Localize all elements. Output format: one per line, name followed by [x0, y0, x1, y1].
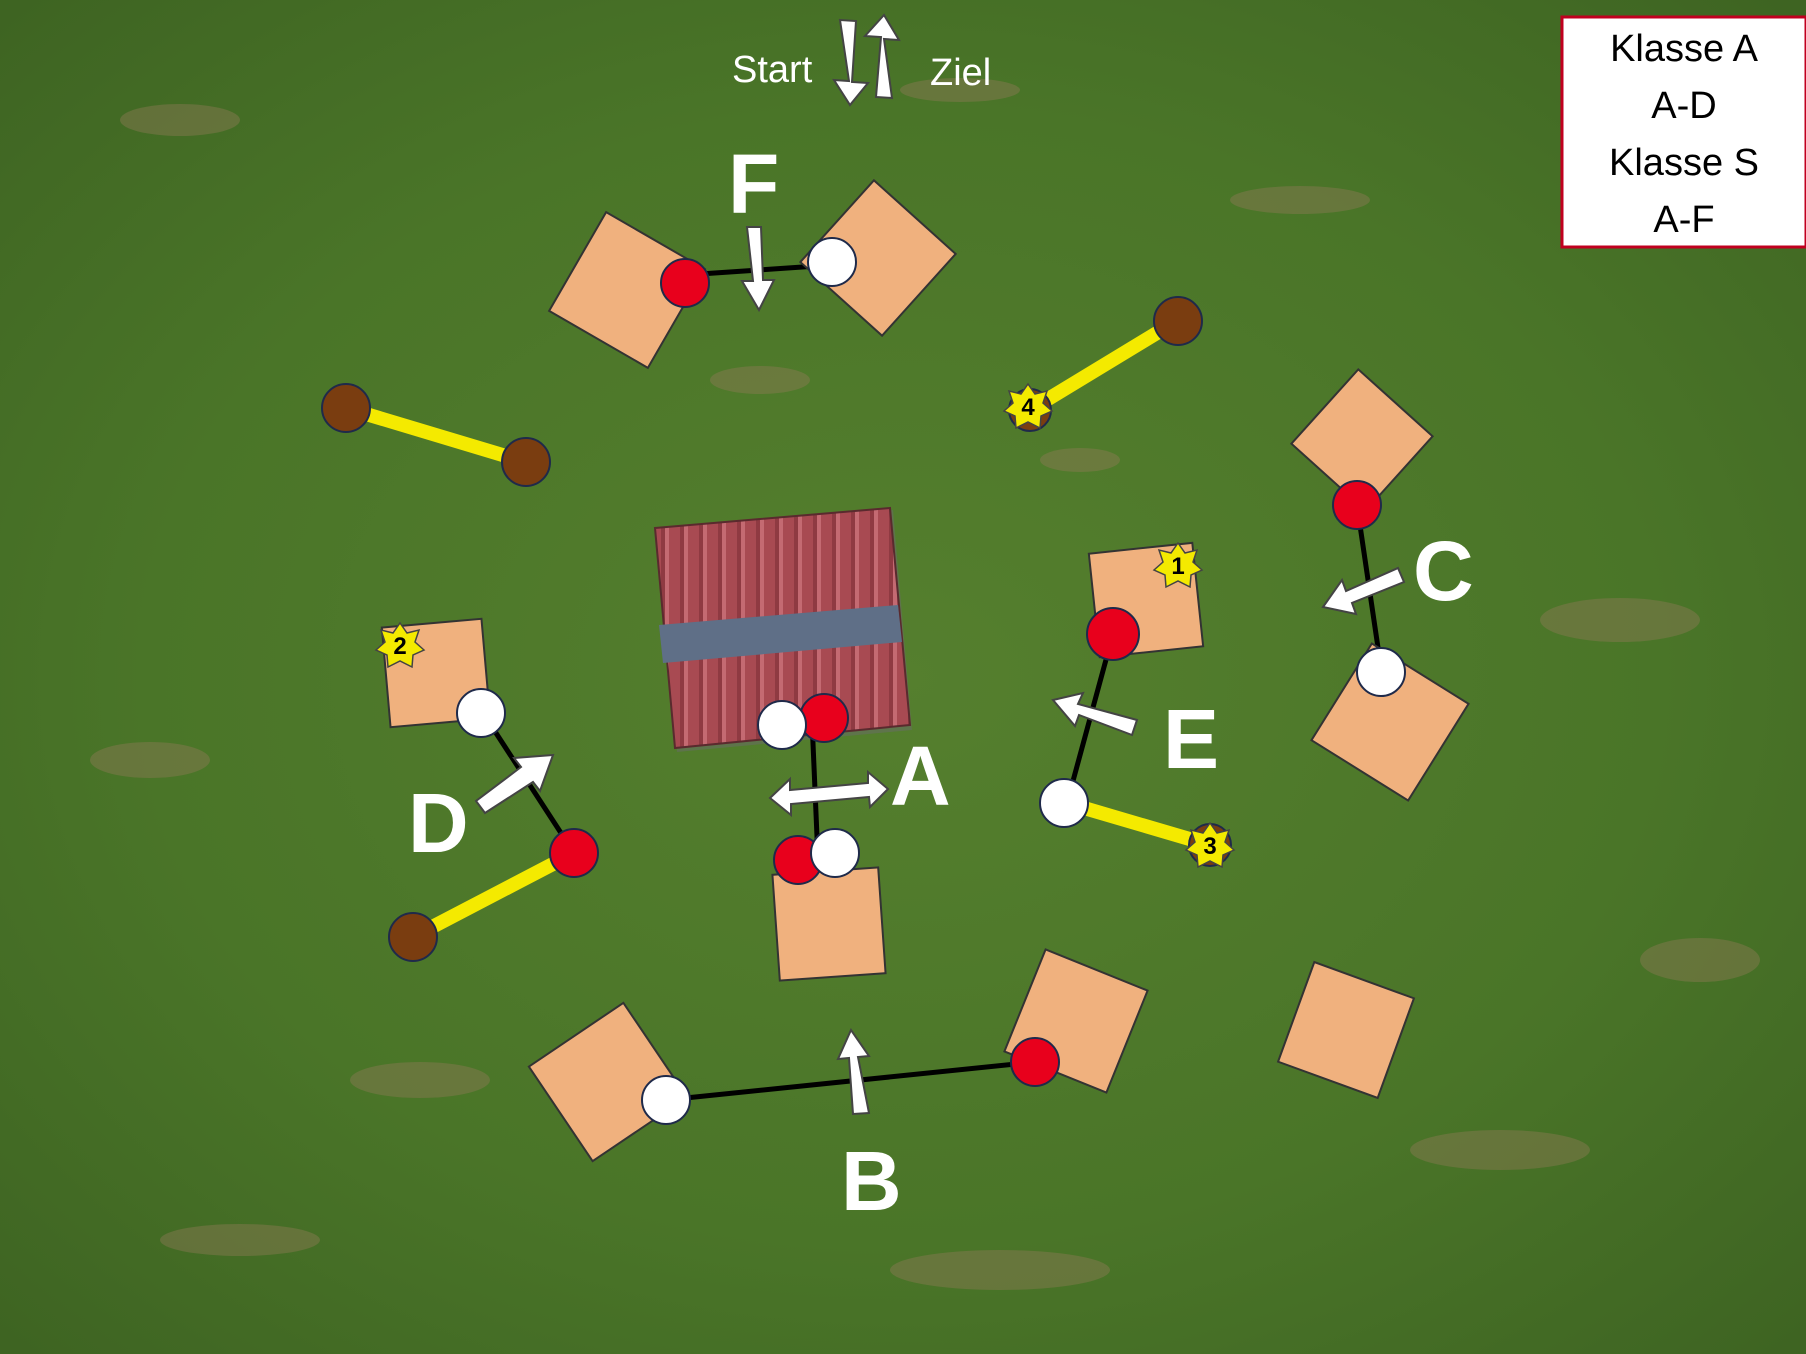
red-cone-b	[1011, 1038, 1059, 1086]
white-cone-c	[1357, 648, 1405, 696]
red-cone-d	[550, 829, 598, 877]
station-b-label: B	[841, 1134, 902, 1228]
station-d-label: D	[408, 776, 469, 870]
red-cone-c	[1333, 481, 1381, 529]
legend-line-1: Klasse A	[1610, 28, 1759, 70]
white-cone-f	[808, 238, 856, 286]
post-left-top	[322, 384, 370, 432]
red-cone-e	[1087, 608, 1139, 660]
station-e-label: E	[1163, 692, 1219, 786]
post-d-bottom	[389, 913, 437, 961]
white-cone-e	[1040, 779, 1088, 827]
start-label: Start	[732, 49, 813, 91]
marker-2-label: 2	[393, 633, 406, 660]
station-f-label: F	[728, 137, 779, 231]
post-top-right	[1154, 297, 1202, 345]
box-a-bottom	[772, 867, 885, 980]
white-cone-d	[457, 689, 505, 737]
marker-4-label: 4	[1021, 394, 1035, 421]
post-left-bottom	[502, 438, 550, 486]
red-cone-a-top	[800, 694, 848, 742]
station-a-label: A	[890, 729, 951, 823]
white-cone-a-bottom	[811, 829, 859, 877]
red-cone-f	[661, 259, 709, 307]
finish-label: Ziel	[930, 52, 991, 94]
legend-box: Klasse A A-D Klasse S A-F	[1562, 17, 1806, 247]
legend-line-3: Klasse S	[1609, 142, 1759, 184]
legend-line-4: A-F	[1653, 199, 1714, 241]
marker-1-label: 1	[1171, 553, 1184, 580]
white-cone-a-top	[758, 701, 806, 749]
marker-3-label: 3	[1203, 833, 1216, 860]
station-c-label: C	[1413, 524, 1474, 618]
legend-line-2: A-D	[1651, 85, 1716, 127]
white-cone-b	[642, 1076, 690, 1124]
